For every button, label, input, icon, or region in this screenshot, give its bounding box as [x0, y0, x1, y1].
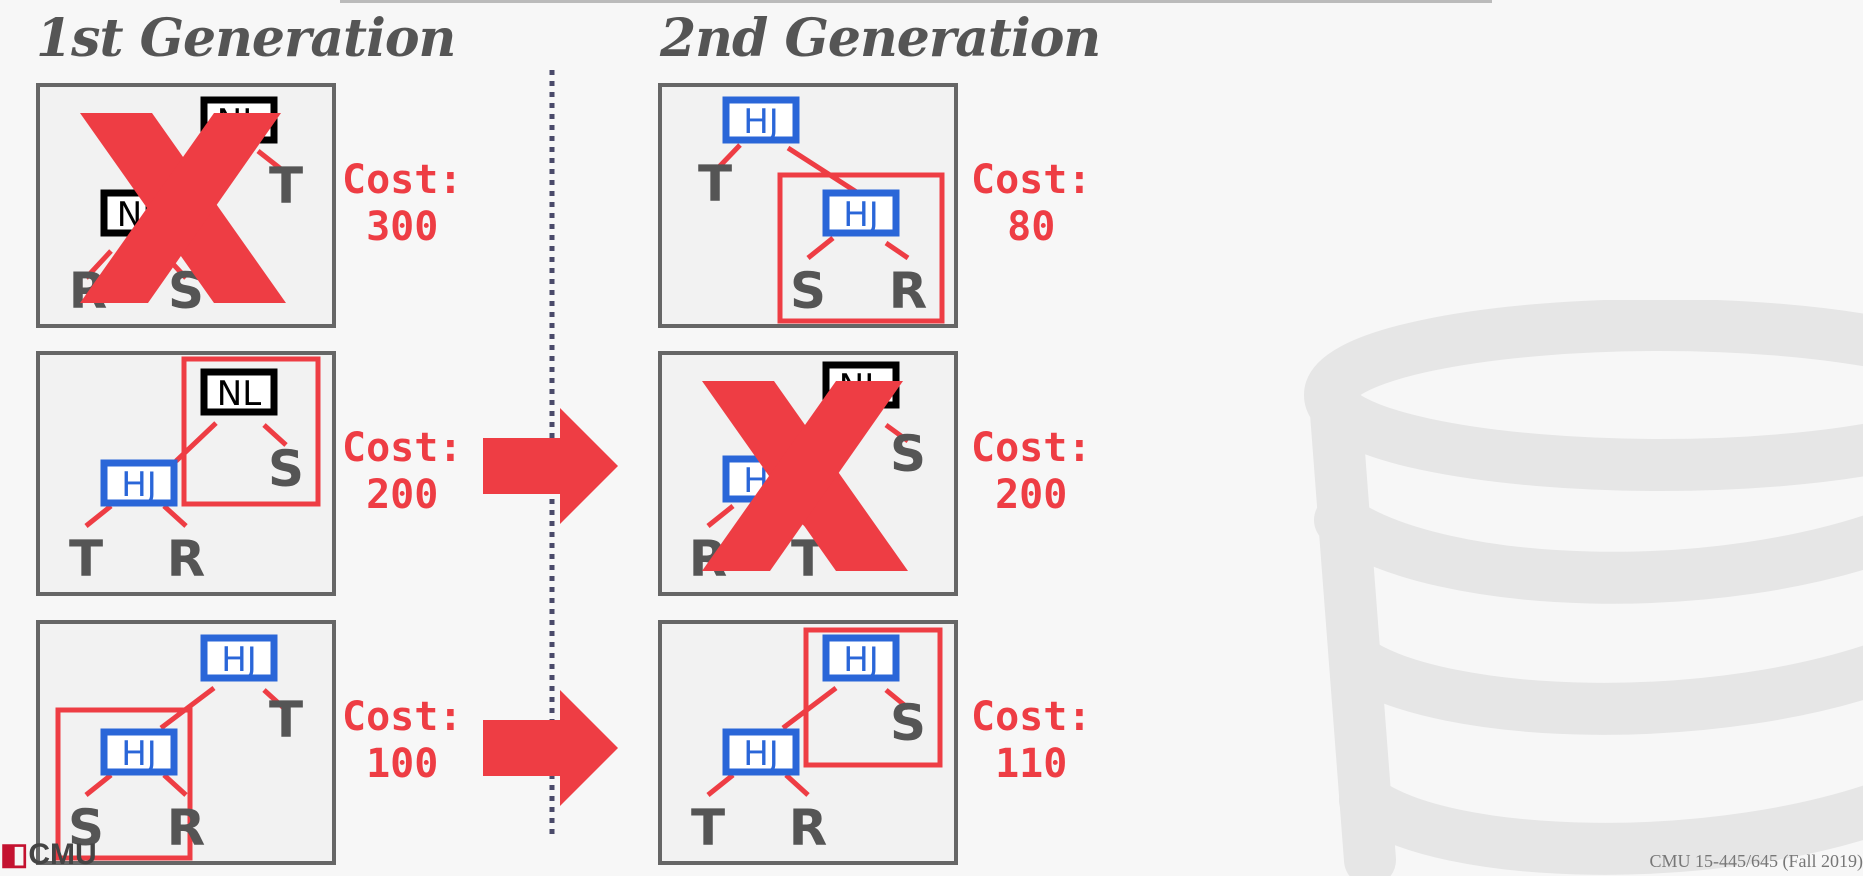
- transition-arrow-icon: [483, 690, 618, 806]
- join-label: HJ: [843, 195, 879, 235]
- plan-card: HJ HJ T S R: [36, 620, 336, 865]
- plan-cost: Cost: 200: [342, 425, 462, 519]
- plan-cost: Cost: 110: [971, 694, 1091, 788]
- cost-value: 300: [366, 204, 439, 250]
- transition-arrow-icon: [483, 408, 618, 524]
- table-leaf: S: [268, 440, 304, 498]
- table-leaf: R: [789, 799, 828, 857]
- subplan-highlight: [803, 627, 943, 768]
- plan-cost: Cost: 200: [971, 425, 1091, 519]
- cost-label: Cost:: [342, 157, 463, 203]
- table-leaf: T: [698, 155, 732, 213]
- logo-text: CMU: [28, 838, 97, 871]
- cmu-logo: ◧CMU: [0, 837, 97, 872]
- hj-join-node: [722, 96, 800, 144]
- hj-join-node: [822, 634, 900, 682]
- heading-first-generation: 1st Generation: [36, 8, 456, 69]
- join-label: HJ: [743, 102, 779, 142]
- join-label: HJ: [221, 640, 257, 680]
- hj-join-node: [200, 634, 278, 682]
- cost-value: 100: [366, 741, 439, 787]
- logo-mark-icon: ◧: [0, 838, 29, 871]
- cost-label: Cost:: [971, 694, 1092, 740]
- plan-cost: Cost: 100: [342, 694, 462, 788]
- table-leaf: S: [790, 262, 826, 320]
- plan-cost: Cost: 300: [342, 157, 462, 251]
- cost-label: Cost:: [971, 425, 1092, 471]
- join-label: HJ: [121, 465, 157, 505]
- cost-value: 200: [995, 472, 1068, 518]
- hj-join-node: [100, 459, 178, 507]
- table-leaf: R: [167, 799, 206, 857]
- subplan-highlight: [181, 356, 321, 507]
- subplan-highlight: [55, 707, 193, 861]
- cost-value: 110: [995, 741, 1068, 787]
- heading-second-generation: 2nd Generation: [660, 8, 1101, 69]
- table-leaf: T: [269, 157, 303, 215]
- hj-join-node: [100, 728, 178, 776]
- join-label: NL: [217, 374, 261, 414]
- table-leaf: T: [269, 691, 303, 749]
- plan-card: NL HJ S R T: [658, 351, 958, 596]
- top-rule: [340, 0, 1492, 3]
- pruned-x-icon: [702, 381, 908, 571]
- plan-card: HJ HJ S T R: [658, 620, 958, 865]
- cost-value: 200: [366, 472, 439, 518]
- database-watermark-icon: [1304, 300, 1863, 876]
- subplan-highlight: [777, 172, 945, 324]
- plan-card: HJ HJ T S R: [658, 83, 958, 328]
- course-footer: CMU 15-445/645 (Fall 2019): [1649, 851, 1863, 871]
- table-leaf: S: [68, 799, 104, 857]
- cost-label: Cost:: [342, 425, 463, 471]
- nl-join-node: [200, 368, 278, 416]
- cost-label: Cost:: [971, 157, 1092, 203]
- table-leaf: S: [890, 425, 926, 483]
- table-leaf: R: [167, 530, 206, 588]
- plan-card: NL NL T R S: [36, 83, 336, 328]
- hj-join-node: [822, 189, 900, 237]
- cost-label: Cost:: [342, 694, 463, 740]
- pruned-x-icon: [80, 113, 286, 303]
- table-leaf: R: [889, 262, 928, 320]
- table-leaf: T: [69, 530, 103, 588]
- cost-value: 80: [1007, 204, 1056, 250]
- join-label: HJ: [121, 734, 157, 774]
- table-leaf: S: [890, 694, 926, 752]
- join-label: HJ: [843, 640, 879, 680]
- plan-cost: Cost: 80: [971, 157, 1091, 251]
- table-leaf: T: [691, 799, 725, 857]
- join-label: HJ: [743, 734, 779, 774]
- plan-card: NL HJ S T R: [36, 351, 336, 596]
- hj-join-node: [722, 728, 800, 776]
